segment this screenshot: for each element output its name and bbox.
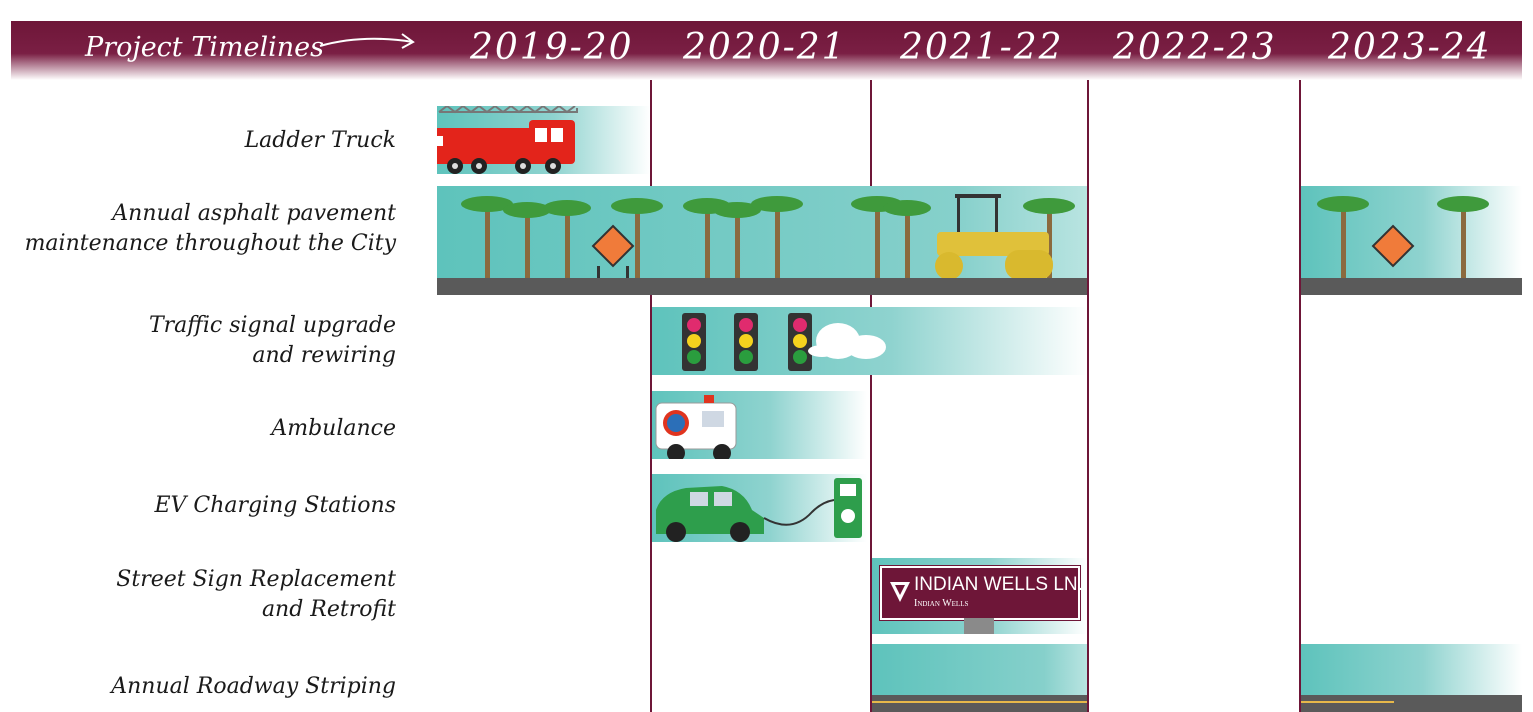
project-label-ambulance: Ambulance xyxy=(6,414,396,444)
fire-truck-icon xyxy=(437,106,650,174)
construction-sign-icon xyxy=(593,226,633,278)
street-sign-main: INDIAN WELLS LN. xyxy=(914,574,1083,596)
street-sign-icon: INDIAN WELLS LN. Indian Wells xyxy=(880,566,1080,620)
cloud-icon xyxy=(808,323,886,359)
timeline-bar-roadway-striping-2023 xyxy=(1301,644,1522,712)
project-label-ladder-truck: Ladder Truck xyxy=(6,126,396,156)
year-2023-24: 2023-24 xyxy=(1328,27,1492,68)
project-label-roadway-striping: Annual Roadway Striping xyxy=(6,672,396,702)
traffic-light-icon xyxy=(652,307,1087,375)
timeline-bar-traffic-signal xyxy=(652,307,1087,375)
year-2022-23: 2022-23 xyxy=(1113,27,1277,68)
project-label-ev-charging: EV Charging Stations xyxy=(6,491,396,521)
timeline-bar-ladder-truck xyxy=(437,106,650,174)
road-stripe-icon xyxy=(872,695,1087,712)
year-2019-20: 2019-20 xyxy=(470,27,634,68)
timeline-bar-street-sign: INDIAN WELLS LN. Indian Wells xyxy=(872,558,1087,634)
column-divider xyxy=(1299,80,1301,712)
project-label-street-sign: Street Sign Replacement and Retrofit xyxy=(6,565,396,625)
project-label-traffic-signal: Traffic signal upgrade and rewiring xyxy=(6,311,396,371)
street-sign-sub: Indian Wells xyxy=(914,598,968,610)
header-title: Project Timelines xyxy=(85,32,324,63)
ev-car-charger-icon xyxy=(652,474,867,542)
timeline-bar-roadway-striping xyxy=(872,644,1087,712)
year-2020-21: 2020-21 xyxy=(683,27,847,68)
year-2021-22: 2021-22 xyxy=(900,27,1064,68)
column-divider xyxy=(1087,80,1089,712)
timeline-bar-asphalt-2023 xyxy=(1301,186,1522,295)
construction-sign-icon xyxy=(1373,226,1413,266)
ambulance-icon xyxy=(652,391,867,459)
timeline-bar-ambulance xyxy=(652,391,867,459)
arrow-right-icon xyxy=(318,30,418,54)
road-stripe-icon xyxy=(1301,695,1522,712)
timeline-bar-asphalt xyxy=(437,186,1087,295)
timeline-bar-ev-charging xyxy=(652,474,867,542)
city-logo-icon xyxy=(888,580,912,604)
sign-post xyxy=(964,618,994,634)
project-label-asphalt: Annual asphalt pavement maintenance thro… xyxy=(6,199,396,259)
